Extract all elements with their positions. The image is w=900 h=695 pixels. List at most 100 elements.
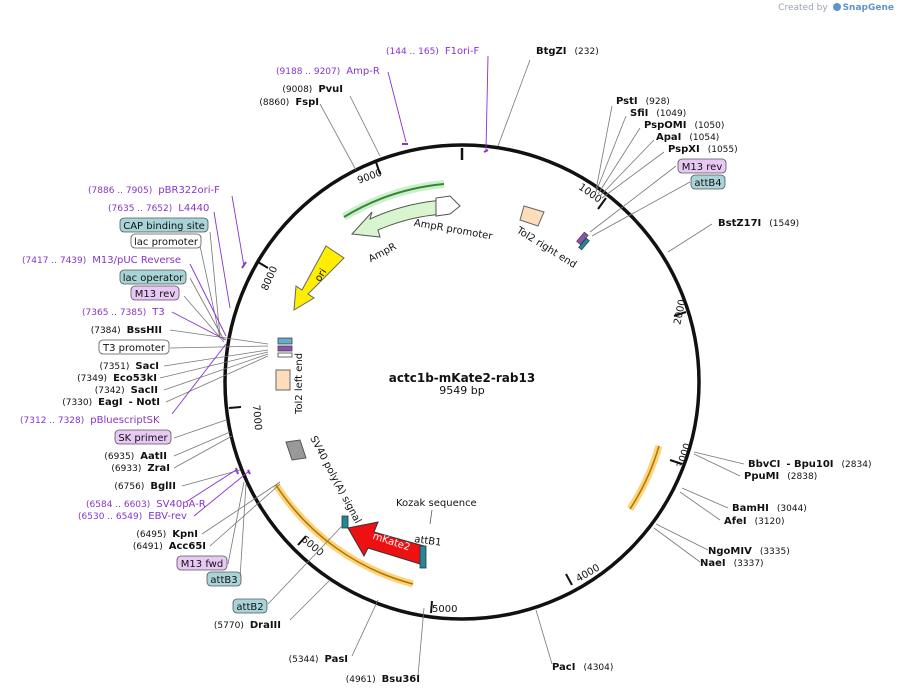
orange-arc-bottom-line — [275, 484, 414, 585]
primer-label: (7417 .. 7439)M13/pUC Reverse — [22, 255, 181, 266]
leader-line — [595, 105, 613, 191]
feature-block — [277, 345, 293, 352]
m13-rev-right-box: M13 rev — [677, 158, 727, 174]
tick-label: 2000 — [672, 299, 688, 326]
leader-lines-right — [497, 59, 745, 665]
orange-arc-right — [627, 445, 663, 511]
leader-line — [653, 527, 701, 563]
box-bg — [114, 429, 172, 445]
box-bg — [119, 269, 187, 285]
leader-line — [351, 599, 379, 657]
enzyme-label: (6933)ZraI — [111, 463, 170, 474]
orange-arc-right-line — [629, 445, 660, 510]
leader-line — [599, 139, 655, 197]
attB4-box: attB4 — [690, 174, 726, 190]
enzyme-label: AfeI(3120) — [724, 516, 785, 527]
box-label: T3 promoter — [102, 343, 166, 354]
enzyme-label: (6756)BglII — [114, 481, 176, 492]
enzyme-label: BstZ17I(1549) — [718, 218, 799, 229]
leader-line — [173, 431, 231, 457]
feature-block — [277, 337, 293, 345]
primer-labels: (144 .. 165)F1ori-F (9188 .. 9207)Amp-R … — [20, 46, 480, 522]
primer-leader — [213, 211, 231, 309]
scale-ticks — [228, 161, 687, 614]
box-bg — [206, 571, 242, 587]
leader-line — [667, 223, 713, 253]
enzyme-label: NgoMIV(3335) — [708, 546, 790, 557]
primer-arcs — [235, 143, 489, 475]
enzyme-labels-left: (9008)PvuI (8860)FspI (7384)BssHII (7351… — [62, 84, 420, 685]
tick-8000 — [257, 261, 269, 269]
leader-line — [601, 151, 665, 199]
enzyme-label: BbvCI- Bpu10I(2834) — [748, 459, 871, 470]
credit-brand: SnapGene — [842, 3, 894, 13]
enzyme-label: (7349)Eco53kI — [77, 373, 157, 384]
enzyme-label: (7342)SacII — [95, 385, 158, 396]
leader-line — [159, 351, 269, 379]
enzyme-label: PspOMI(1050) — [644, 120, 724, 131]
box-bg — [176, 555, 228, 571]
feature-boxes: M13 rev attB4 CAP binding site lac promo… — [98, 158, 727, 614]
tick-label: 8000 — [260, 265, 280, 293]
leader-line — [183, 295, 225, 343]
primer-leader — [231, 195, 245, 267]
leader-line — [173, 419, 227, 439]
box-label: attB3 — [210, 575, 237, 586]
enzyme-label: BamHI(3044) — [732, 503, 807, 514]
tick-1000 — [597, 197, 607, 210]
enzyme-label: (6935)AatII — [104, 451, 167, 462]
tick-label: 7000 — [250, 404, 263, 430]
m13-rev-left-box: M13 rev — [130, 285, 180, 301]
leader-line — [349, 95, 381, 157]
ampR-label: AmpR — [367, 241, 399, 265]
tol2-right-label: Tol2 right end — [514, 225, 579, 271]
leader-line — [319, 103, 357, 171]
primer-leader — [171, 343, 227, 415]
ampR-green-arc — [343, 183, 445, 218]
box-bg — [119, 217, 209, 233]
attB1-marker — [419, 545, 427, 569]
kozak-leader — [429, 509, 433, 525]
leader-line — [267, 525, 343, 605]
attB4-marker — [578, 237, 590, 251]
box-bg — [130, 285, 180, 301]
plasmid-name: actc1b-mKate2-rab13 — [389, 371, 535, 385]
ampR-arrow — [350, 199, 445, 238]
leader-line — [169, 345, 269, 349]
tick-7000 — [228, 406, 242, 409]
tick-6000 — [297, 535, 307, 546]
leader-line — [201, 481, 281, 535]
snapgene-credit: Created by SnapGene — [778, 3, 894, 13]
leader-line — [173, 435, 233, 469]
primer-label: (7886 .. 7905)pBR322ori-F — [88, 185, 220, 196]
leader-line — [679, 491, 721, 521]
tick-9000 — [375, 161, 381, 175]
leader-line — [595, 115, 627, 193]
tick-4000 — [565, 573, 573, 586]
enzyme-label: (8860)FspI — [259, 97, 319, 108]
plasmid-length: 9549 bp — [439, 384, 484, 397]
cap-binding-box: CAP binding site — [119, 217, 209, 233]
tol2-right-box — [519, 205, 545, 227]
leader-line — [165, 355, 269, 403]
leader-line — [597, 127, 641, 195]
primer-label: (9188 .. 9207)Amp-R — [276, 66, 380, 77]
sk-primer-box: SK primer — [114, 429, 172, 445]
lac-promoter-box: lac promoter — [130, 233, 202, 249]
ori-arrow — [293, 245, 345, 311]
tick-3000 — [669, 459, 683, 465]
box-bg — [232, 598, 268, 614]
sv40-label: SV40 poly(A) signal — [307, 434, 363, 525]
primer-leader — [185, 469, 237, 503]
primer-leader-lines — [171, 55, 489, 517]
leader-line — [163, 353, 269, 391]
leader-line — [535, 609, 553, 665]
plasmid-backbone — [223, 143, 701, 621]
attB2-marker — [341, 515, 349, 529]
tick-5000 — [430, 600, 433, 614]
attB3-box: attB3 — [206, 571, 242, 587]
ampR-promoter-label: AmpR promoter — [413, 218, 494, 243]
leader-line — [693, 451, 745, 465]
attB2-box: attB2 — [232, 598, 268, 614]
